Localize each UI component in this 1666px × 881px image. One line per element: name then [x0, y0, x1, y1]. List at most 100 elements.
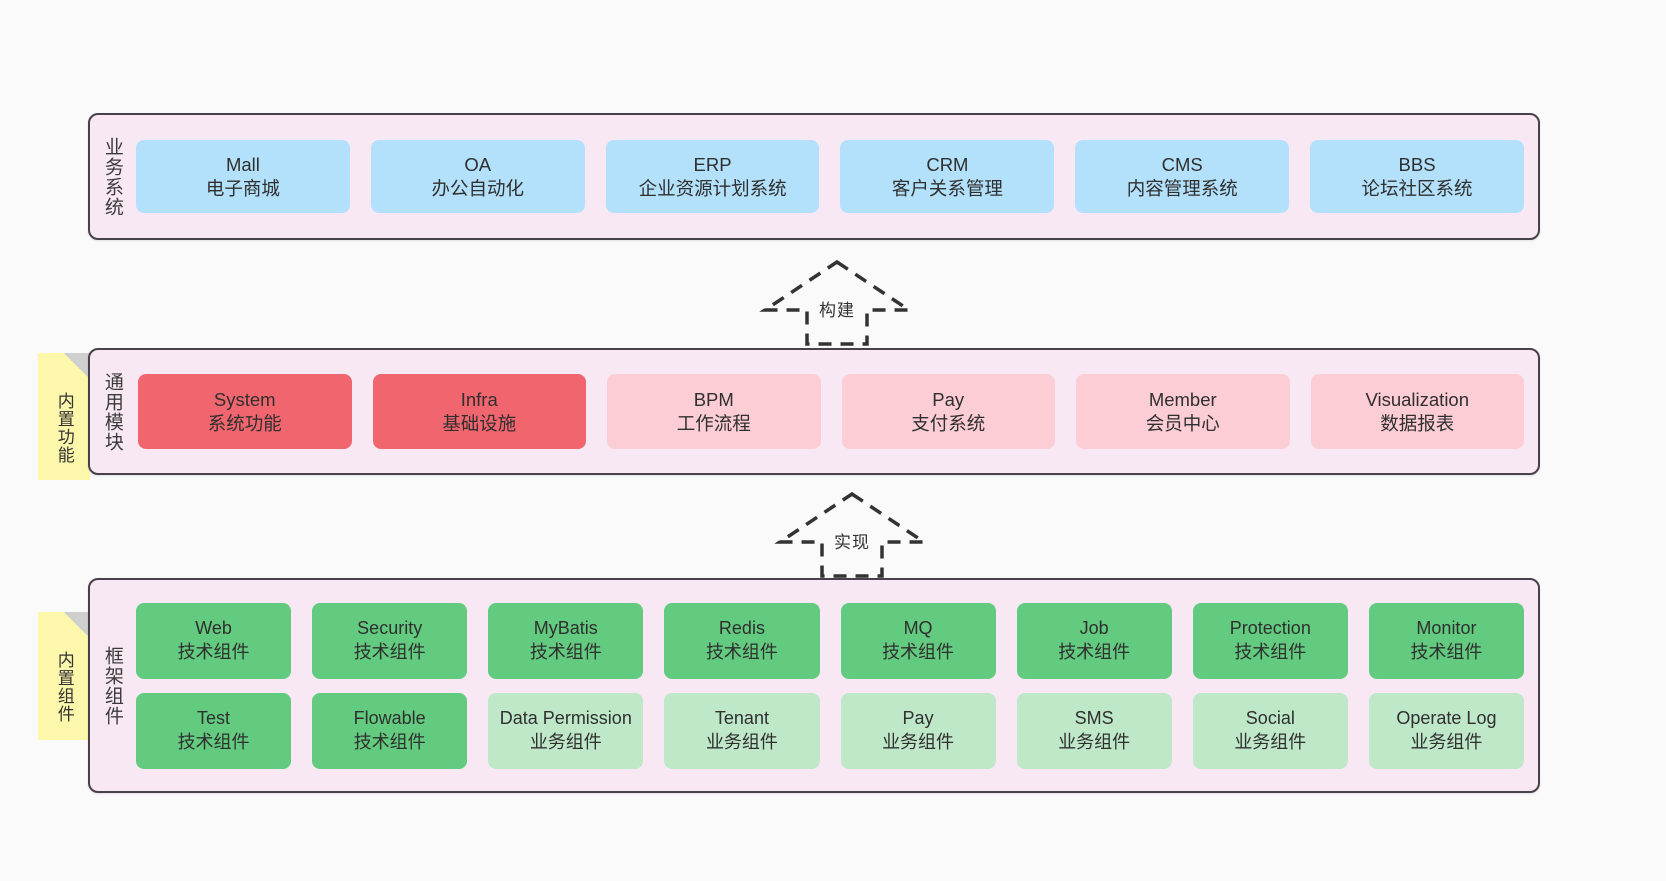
framework-card-test-name: Test: [197, 708, 231, 729]
framework-card-security[interactable]: Security 技术组件: [312, 602, 468, 679]
sticky-note-builtin-functions-label: 内置功能: [54, 391, 74, 464]
common-modules-layer: 通用模块 System 系统功能 Infra 基础设施 BPM 工作流程 Pay…: [88, 348, 1540, 475]
business-card-bbs-desc: 论坛社区系统: [1361, 177, 1473, 199]
framework-card-security-name: Security: [357, 618, 423, 639]
module-card-system-desc: 系统功能: [207, 412, 282, 434]
business-system-layer-title: 业务系统: [101, 136, 123, 217]
framework-card-operate-log-desc: 业务组件: [1410, 731, 1483, 752]
framework-card-mq-name: MQ: [903, 618, 933, 639]
business-system-layer-body: Mall 电子商城 OA 办公自动化 ERP 企业资源计划系统 CRM 客户关系…: [134, 115, 1538, 238]
framework-card-data-permission[interactable]: Data Permission 业务组件: [488, 692, 644, 769]
module-card-member-name: Member: [1148, 388, 1217, 410]
sticky-note-builtin-components-label: 内置组件: [54, 651, 74, 723]
common-modules-card-row: System 系统功能 Infra 基础设施 BPM 工作流程 Pay 支付系统…: [138, 374, 1524, 449]
business-card-crm[interactable]: CRM 客户关系管理: [840, 140, 1055, 213]
business-system-layer: 业务系统 Mall 电子商城 OA 办公自动化 ERP 企业资源计划系统 CRM…: [88, 113, 1540, 240]
framework-card-job-name: Job: [1079, 618, 1109, 639]
framework-card-security-desc: 技术组件: [353, 641, 426, 662]
framework-business-row: Test 技术组件 Flowable 技术组件 Data Permission …: [136, 692, 1524, 769]
framework-card-mq-desc: 技术组件: [882, 641, 955, 662]
business-card-oa[interactable]: OA 办公自动化: [370, 140, 585, 213]
framework-card-job-desc: 技术组件: [1058, 641, 1131, 662]
module-card-bpm-name: BPM: [693, 388, 734, 410]
framework-card-mybatis-desc: 技术组件: [529, 641, 602, 662]
framework-card-sms-name: SMS: [1074, 708, 1114, 729]
framework-card-mybatis-name: MyBatis: [533, 618, 598, 639]
module-card-member[interactable]: Member 会员中心: [1076, 374, 1290, 449]
framework-card-monitor-name: Monitor: [1416, 618, 1477, 639]
framework-card-redis[interactable]: Redis 技术组件: [664, 602, 820, 679]
framework-card-protection[interactable]: Protection 技术组件: [1192, 602, 1348, 679]
connector-build: 构建: [757, 258, 917, 346]
implement-arrow-outline: [774, 491, 930, 578]
module-card-pay-desc: 支付系统: [911, 412, 986, 434]
framework-card-data-permission-desc: 业务组件: [529, 731, 602, 752]
framework-components-layer: 框架组件 Web 技术组件 Security 技术组件 MyBatis 技术组件…: [88, 578, 1540, 793]
module-card-infra-name: Infra: [460, 388, 498, 410]
business-card-mall[interactable]: Mall 电子商城: [136, 140, 350, 213]
framework-card-mq[interactable]: MQ 技术组件: [840, 602, 996, 679]
business-card-bbs[interactable]: BBS 论坛社区系统: [1310, 140, 1524, 213]
framework-card-protection-name: Protection: [1229, 618, 1311, 639]
connector-implement: 实现: [772, 490, 932, 578]
framework-card-test-desc: 技术组件: [177, 731, 250, 752]
module-card-system[interactable]: System 系统功能: [138, 374, 352, 449]
framework-card-web[interactable]: Web 技术组件: [136, 602, 292, 679]
framework-card-pay-name: Pay: [902, 708, 934, 729]
framework-card-social-desc: 业务组件: [1234, 731, 1307, 752]
business-card-erp-desc: 企业资源计划系统: [638, 177, 787, 199]
module-card-infra-desc: 基础设施: [442, 412, 517, 434]
framework-card-sms[interactable]: SMS 业务组件: [1016, 692, 1172, 769]
framework-card-monitor[interactable]: Monitor 技术组件: [1368, 602, 1524, 679]
framework-card-data-permission-name: Data Permission: [499, 708, 632, 729]
framework-components-layer-title: 框架组件: [101, 645, 123, 726]
framework-card-redis-desc: 技术组件: [705, 641, 778, 662]
framework-card-mybatis[interactable]: MyBatis 技术组件: [488, 602, 644, 679]
module-card-pay-name: Pay: [932, 388, 965, 410]
framework-card-sms-desc: 业务组件: [1058, 731, 1131, 752]
business-card-bbs-name: BBS: [1398, 153, 1436, 175]
module-card-system-name: System: [213, 388, 276, 410]
sticky-note-builtin-functions: 内置功能: [38, 353, 90, 480]
business-card-cms[interactable]: CMS 内容管理系统: [1075, 140, 1290, 213]
framework-card-test[interactable]: Test 技术组件: [136, 692, 292, 769]
business-card-oa-name: OA: [464, 153, 492, 175]
common-modules-layer-body: System 系统功能 Infra 基础设施 BPM 工作流程 Pay 支付系统…: [134, 350, 1538, 473]
business-card-cms-desc: 内容管理系统: [1126, 177, 1238, 199]
module-card-bpm[interactable]: BPM 工作流程: [607, 374, 821, 449]
framework-card-flowable-name: Flowable: [353, 708, 426, 729]
business-card-erp[interactable]: ERP 企业资源计划系统: [605, 140, 820, 213]
business-card-erp-name: ERP: [693, 153, 732, 175]
business-system-card-row: Mall 电子商城 OA 办公自动化 ERP 企业资源计划系统 CRM 客户关系…: [136, 140, 1524, 213]
framework-card-tenant-desc: 业务组件: [705, 731, 778, 752]
business-card-cms-name: CMS: [1161, 153, 1203, 175]
module-card-infra[interactable]: Infra 基础设施: [372, 374, 586, 449]
module-card-visualization[interactable]: Visualization 数据报表: [1310, 374, 1524, 449]
module-card-pay[interactable]: Pay 支付系统: [841, 374, 1055, 449]
framework-card-flowable[interactable]: Flowable 技术组件: [312, 692, 468, 769]
framework-card-social[interactable]: Social 业务组件: [1192, 692, 1348, 769]
business-card-mall-name: Mall: [225, 153, 260, 175]
framework-card-pay[interactable]: Pay 业务组件: [840, 692, 996, 769]
framework-card-monitor-desc: 技术组件: [1410, 641, 1483, 662]
framework-card-operate-log[interactable]: Operate Log 业务组件: [1368, 692, 1524, 769]
build-arrow-outline: [759, 259, 915, 346]
business-card-oa-desc: 办公自动化: [431, 177, 524, 199]
framework-card-social-name: Social: [1245, 708, 1295, 729]
module-card-visualization-name: Visualization: [1365, 388, 1470, 410]
business-card-mall-desc: 电子商城: [205, 177, 280, 199]
business-card-crm-desc: 客户关系管理: [891, 177, 1003, 199]
module-card-visualization-desc: 数据报表: [1380, 412, 1455, 434]
framework-components-layer-body: Web 技术组件 Security 技术组件 MyBatis 技术组件 Redi…: [134, 580, 1538, 791]
framework-card-tenant[interactable]: Tenant 业务组件: [664, 692, 820, 769]
framework-card-tenant-name: Tenant: [714, 708, 769, 729]
module-card-member-desc: 会员中心: [1145, 412, 1220, 434]
framework-card-web-desc: 技术组件: [177, 641, 250, 662]
framework-card-job[interactable]: Job 技术组件: [1016, 602, 1172, 679]
business-card-crm-name: CRM: [926, 153, 969, 175]
framework-card-pay-desc: 业务组件: [882, 731, 955, 752]
framework-card-protection-desc: 技术组件: [1234, 641, 1307, 662]
connector-implement-label: 实现: [834, 533, 870, 552]
framework-card-redis-name: Redis: [718, 618, 765, 639]
framework-card-web-name: Web: [195, 618, 232, 639]
